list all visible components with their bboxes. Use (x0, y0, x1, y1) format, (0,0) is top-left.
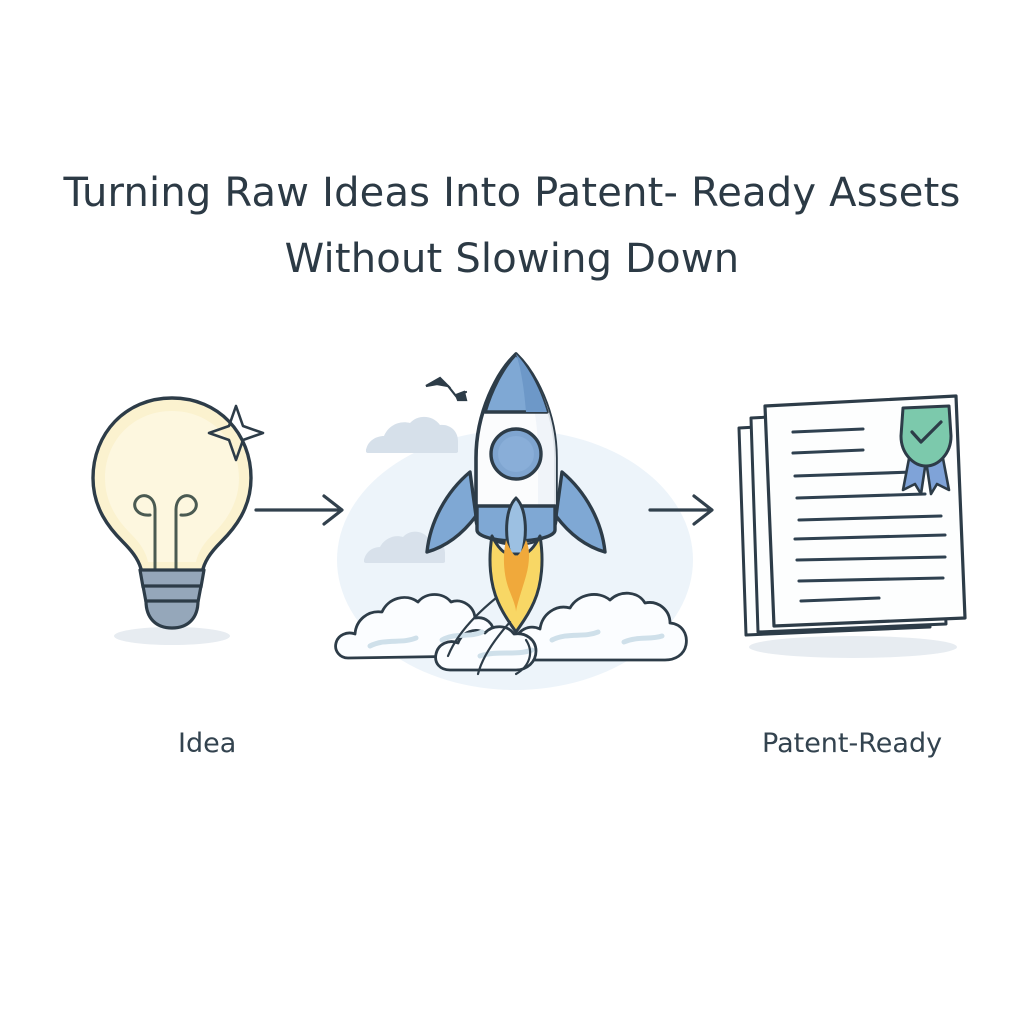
document-line-1 (791, 427, 865, 434)
arrow-1-connector (250, 488, 360, 532)
flat-cloud-2 (364, 531, 445, 563)
flow-step-launch[interactable] (330, 340, 700, 690)
document-line-2 (791, 448, 865, 455)
document-line-5 (797, 514, 943, 522)
document-line-9 (799, 596, 881, 603)
birds-icon (425, 376, 468, 402)
document-line-4 (795, 492, 927, 500)
page-title-line-1: Turning Raw Ideas Into Patent- Ready Ass… (63, 170, 961, 216)
document-line-8 (797, 576, 945, 583)
bulb-filament-right (174, 494, 198, 577)
smoke-cloud-center (434, 625, 538, 672)
ground-shadow (749, 636, 957, 658)
arrow-head-icon (322, 494, 344, 526)
rocket-fin-right (554, 470, 607, 554)
lightbulb-icon (91, 396, 265, 645)
certified-seal-badge (899, 404, 953, 496)
rocket-fin-left (425, 470, 478, 554)
bulb-base-tip (144, 599, 200, 630)
arrow-head-icon (692, 494, 714, 526)
flow-step-idea-label: Idea (178, 728, 237, 759)
checkmark-icon (910, 420, 943, 444)
bulb-filament-left (133, 494, 157, 577)
page-title-line-2: Without Slowing Down (284, 236, 740, 282)
smoke-shading-wisps (367, 629, 665, 659)
process-flow-diagram: Idea (0, 330, 1024, 759)
flow-step-patent-ready-label: Patent-Ready (762, 728, 943, 759)
bulb-inner-glow (105, 411, 239, 562)
document-line-3 (793, 470, 915, 478)
sparkle-icon (207, 404, 265, 462)
exhaust-flame-core (503, 540, 529, 612)
arrow-2-connector (648, 488, 760, 532)
ground-shadow (114, 627, 230, 645)
flow-step-patent-ready[interactable]: Patent-Ready (725, 380, 985, 759)
document-stack-icon (737, 394, 967, 658)
rocket-body-shade (516, 354, 556, 543)
document-line-7 (795, 555, 947, 562)
page-title: Turning Raw Ideas Into Patent- Ready Ass… (0, 160, 1024, 292)
exhaust-trail (446, 596, 532, 676)
document-line-6 (793, 533, 947, 541)
smoke-clouds (334, 591, 688, 676)
rocket-icon (425, 352, 607, 634)
rocket-nose-shade (516, 354, 547, 412)
flat-cloud (366, 416, 458, 453)
rocket-porthole-glass (498, 436, 534, 472)
document-text-lines (791, 427, 947, 603)
flow-step-idea[interactable]: Idea (60, 370, 290, 759)
